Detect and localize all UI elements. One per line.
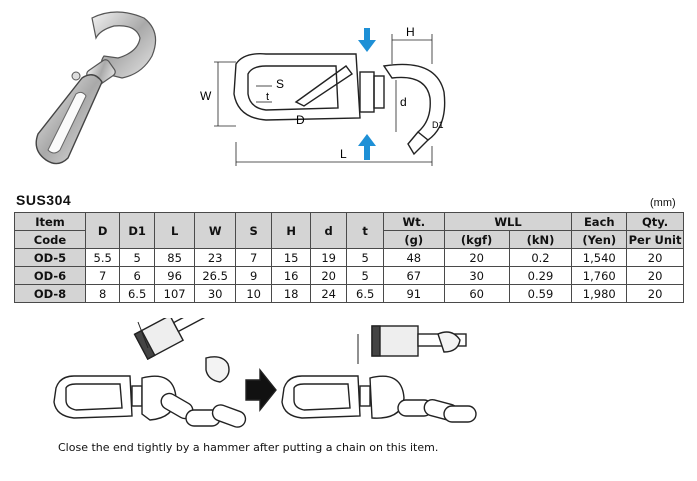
header-wt: Wt. [382, 212, 445, 231]
header-wll: WLL [443, 212, 573, 231]
cell-D: 7 [84, 266, 121, 285]
header-each: Each [571, 212, 628, 231]
cell-yen: 1,760 [571, 266, 628, 285]
cell-kgf: 20 [443, 248, 510, 267]
table-row: OD-6 7 6 96 26.5 9 16 20 5 67 30 0.29 1,… [14, 266, 684, 285]
cell-t: 6.5 [346, 284, 384, 303]
item-code: OD-6 [14, 266, 86, 285]
label-t: t [266, 91, 269, 103]
cell-L: 96 [153, 266, 196, 285]
header-D1: D1 [119, 212, 155, 249]
cell-S: 10 [234, 284, 273, 303]
header-H: H [271, 212, 311, 249]
header-t: t [346, 212, 384, 249]
cell-yen: 1,540 [571, 248, 628, 267]
cell-D: 8 [84, 284, 121, 303]
cell-t: 5 [346, 266, 384, 285]
item-code: OD-5 [14, 248, 86, 267]
header-wt-unit: (g) [382, 230, 445, 249]
cell-d: 19 [309, 248, 348, 267]
cell-H: 16 [271, 266, 311, 285]
cell-H: 18 [271, 284, 311, 303]
cell-D: 5.5 [84, 248, 121, 267]
cell-W: 23 [194, 248, 236, 267]
label-H: H [406, 25, 415, 39]
cell-kn: 0.59 [508, 284, 573, 303]
cell-D1: 6 [119, 266, 155, 285]
cell-qty: 20 [626, 248, 684, 267]
header-L: L [153, 212, 196, 249]
header-qty: Qty. [626, 212, 684, 231]
cell-kn: 0.29 [508, 266, 573, 285]
cell-L: 85 [153, 248, 196, 267]
dimension-drawing: W S t D H d D1 L [200, 25, 446, 166]
header-d: d [309, 212, 348, 249]
cell-D1: 5 [119, 248, 155, 267]
item-code: OD-8 [14, 284, 86, 303]
product-photo [35, 11, 157, 165]
header-code: Code [14, 230, 86, 249]
cell-S: 9 [234, 266, 273, 285]
spec-table: Item D D1 L W S H d t Wt. WLL Each Qty. … [14, 212, 684, 303]
header-kn: (kN) [508, 230, 573, 249]
label-W: W [200, 89, 212, 103]
label-D: D [296, 113, 305, 127]
header-yen: (Yen) [571, 230, 628, 249]
cell-D1: 6.5 [119, 284, 155, 303]
cell-S: 7 [234, 248, 273, 267]
header-S: S [234, 212, 273, 249]
cell-qty: 20 [626, 266, 684, 285]
usage-illustration [53, 318, 477, 428]
cell-H: 15 [271, 248, 311, 267]
cell-kn: 0.2 [508, 248, 573, 267]
cell-kgf: 30 [443, 266, 510, 285]
cell-W: 26.5 [194, 266, 236, 285]
material-label: SUS304 [16, 192, 72, 208]
cell-kgf: 60 [443, 284, 510, 303]
label-L: L [340, 147, 347, 161]
cell-wt: 91 [382, 284, 445, 303]
cell-wt: 48 [382, 248, 445, 267]
table-row: OD-5 5.5 5 85 23 7 15 19 5 48 20 0.2 1,5… [14, 248, 684, 267]
label-S: S [276, 77, 284, 91]
header-W: W [194, 212, 236, 249]
header-D: D [84, 212, 121, 249]
label-D1: D1 [432, 120, 444, 130]
cell-W: 30 [194, 284, 236, 303]
usage-note: Close the end tightly by a hammer after … [58, 441, 439, 454]
header-kgf: (kgf) [443, 230, 510, 249]
cell-L: 107 [153, 284, 196, 303]
cell-wt: 67 [382, 266, 445, 285]
cell-t: 5 [346, 248, 384, 267]
header-item: Item [14, 212, 86, 231]
cell-d: 20 [309, 266, 348, 285]
unit-label: (mm) [650, 197, 676, 209]
header-per-unit: Per Unit [626, 230, 684, 249]
cell-yen: 1,980 [571, 284, 628, 303]
label-d: d [400, 95, 407, 109]
cell-qty: 20 [626, 284, 684, 303]
table-row: OD-8 8 6.5 107 30 10 18 24 6.5 91 60 0.5… [14, 284, 684, 303]
cell-d: 24 [309, 284, 348, 303]
